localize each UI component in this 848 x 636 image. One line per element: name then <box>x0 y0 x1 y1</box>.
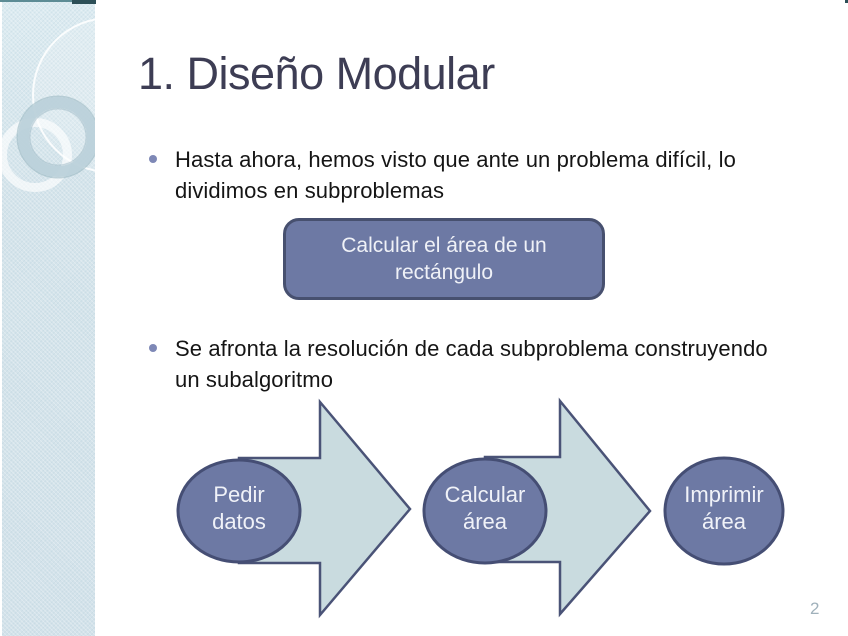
node-label-line: datos <box>212 509 266 534</box>
accent-top-line <box>0 0 95 2</box>
node-label-line: área <box>462 509 508 534</box>
slide-title: 1. Diseño Modular <box>138 48 495 99</box>
decor-ring <box>18 97 95 177</box>
node-label-line: Imprimir <box>684 482 764 507</box>
node-ellipse-imprimir-area <box>663 456 785 566</box>
bullet-item-2: Se afronta la resolución de cada subprob… <box>147 333 787 395</box>
accent-top-block <box>72 0 96 4</box>
node-label-calcular-area: Calcular área <box>415 481 555 535</box>
node-label-line: Calcular <box>444 482 526 507</box>
bullet-item-1: Hasta ahora, hemos visto que ante un pro… <box>147 144 830 206</box>
callout-text: Calcular el área de un rectángulo <box>341 234 547 284</box>
bullet-text-2: Se afronta la resolución de cada subprob… <box>175 336 768 392</box>
node-label-line: área <box>701 509 747 534</box>
node-label-imprimir-area: Imprimir área <box>654 481 794 535</box>
callout-box: Calcular el área de un rectángulo <box>283 218 605 300</box>
node-label-pedir-datos: Pedir datos <box>169 481 309 535</box>
node-ellipse-calcular-area <box>422 457 548 565</box>
sidebar-decoration <box>2 2 95 636</box>
bullet-dot-icon <box>149 344 157 352</box>
bullet-text-1: Hasta ahora, hemos visto que ante un pro… <box>175 147 736 203</box>
page-number: 2 <box>810 599 820 618</box>
node-ellipse-pedir-datos <box>176 458 302 564</box>
arrow-right-icon <box>237 398 412 619</box>
bullet-dot-icon <box>149 155 157 163</box>
node-label-line: Pedir <box>213 482 265 507</box>
accent-corner-mark <box>845 0 848 3</box>
